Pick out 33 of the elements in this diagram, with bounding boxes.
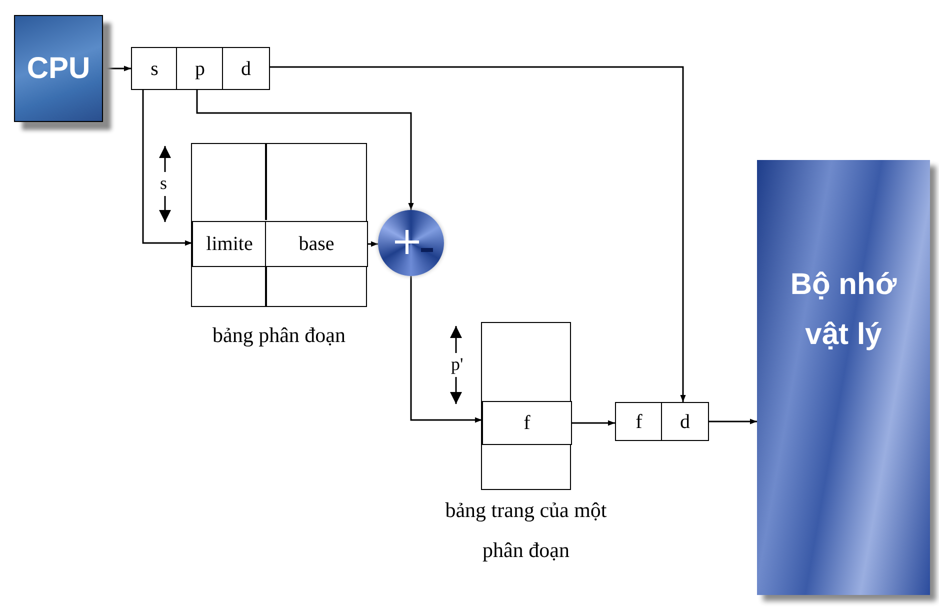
cell-text: s <box>150 58 158 78</box>
table-caption: bảng trang của một phân đoạn <box>444 497 608 564</box>
field-cell <box>222 47 270 90</box>
arrow <box>270 66 686 402</box>
table-caption: bảng phân đoạn <box>212 322 346 349</box>
field-cell <box>176 47 224 90</box>
arrow <box>572 420 615 426</box>
adder-circle <box>378 210 444 276</box>
field-cell <box>131 47 178 90</box>
cell-text: p <box>195 58 205 78</box>
arrow <box>103 66 131 72</box>
dimension-label: s <box>160 174 168 192</box>
cell-text: d <box>680 412 690 432</box>
arrow <box>142 90 192 246</box>
cell-text: base <box>298 234 334 254</box>
dimension-label: p' <box>451 355 464 373</box>
arrow <box>410 276 482 423</box>
arrow <box>196 90 414 210</box>
cpu-box <box>14 15 103 122</box>
field-cell <box>192 221 267 267</box>
field-cell <box>661 402 709 441</box>
arrow <box>709 418 757 424</box>
cell-text: f <box>636 412 642 432</box>
field-cell <box>265 221 368 267</box>
arrow <box>368 241 378 247</box>
cpu-label: CPU <box>26 54 90 84</box>
memory-label: Bộ nhớ vật lý <box>789 267 898 353</box>
field-cell <box>615 402 663 441</box>
memory-block <box>757 160 930 595</box>
field-cell <box>482 401 572 445</box>
cell-text: f <box>524 413 530 433</box>
cell-text: d <box>241 58 251 78</box>
cell-text: limite <box>206 234 253 254</box>
